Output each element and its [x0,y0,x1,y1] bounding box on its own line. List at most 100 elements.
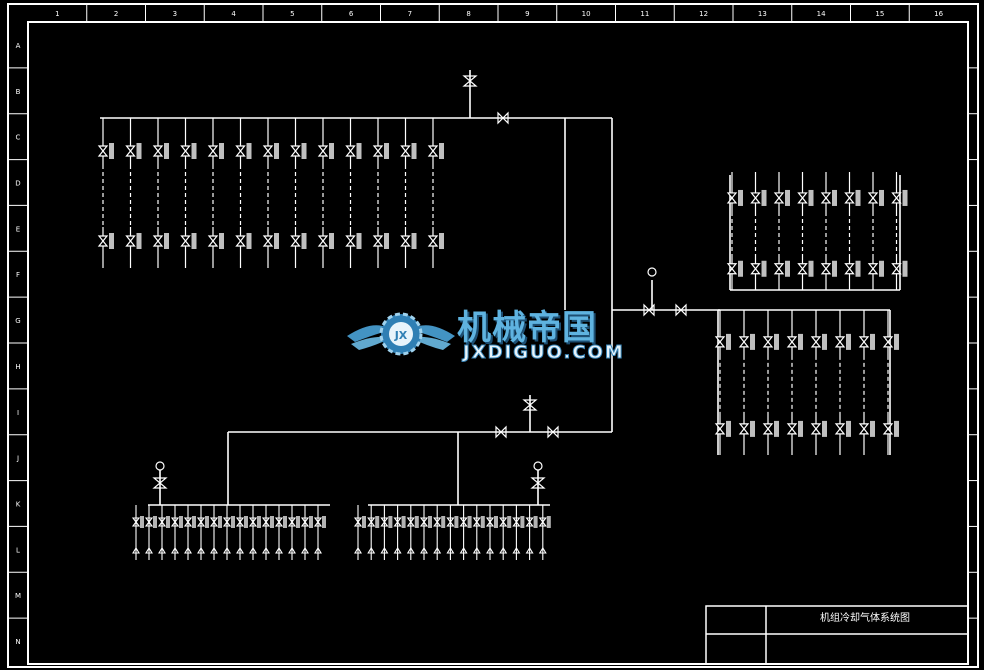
bottom-branch-stub [525,505,538,560]
top-zone-number: 2 [114,10,118,18]
left-branch-line [262,118,279,268]
bottom-branch-stub [406,505,419,560]
watermark-english-text: JXDIGUO.COM [463,342,625,364]
left-branch-line [400,118,417,268]
top-zone-number: 9 [525,10,529,18]
right-lower-branch-line [786,310,803,455]
bottom-branch-stub [512,505,525,560]
bottom-branch-stub [485,505,498,560]
left-branch-line [152,118,169,268]
bottom-branch-stub [157,505,170,560]
side-zone-letter: F [16,271,20,279]
side-zone-letter: H [15,363,20,371]
bottom-branch-stub [433,505,446,560]
drawing-title: 机组冷却气体系统图 [820,613,910,624]
watermark-chinese-text: 机械帝国 [457,308,597,348]
right-upper-branch-line [726,172,743,290]
right-upper-branch-line [867,172,884,290]
piping [100,70,901,506]
left-branch-line [427,118,444,268]
right-upper-branch-line [750,172,767,290]
right-upper-branch-line [844,172,861,290]
bottom-branch-stub [222,505,235,560]
bottom-branch-stub [170,505,183,560]
top-zone-number: 6 [349,10,354,18]
right-upper-branch-line [891,172,908,290]
left-branch-line [317,118,334,268]
top-zone-number: 13 [758,10,767,18]
bottom-branch-stub [235,505,248,560]
bottom-branch-stub [300,505,313,560]
left-branch-line [207,118,224,268]
bottom-branch-stub [459,505,472,560]
side-zone-letter: L [16,546,20,554]
bottom-branch-stub [538,505,551,560]
left-branch-line [372,118,389,268]
watermark: JX 机械帝国 JXDIGUO.COM [345,298,645,374]
side-zone-letter: E [16,225,20,233]
top-zone-number: 15 [875,10,884,18]
bottom-branch-stub [419,505,432,560]
bottom-branch-stub [287,505,300,560]
right-lower-branch-line [882,310,899,455]
left-branch-line [180,118,197,268]
top-zone-number: 3 [173,10,177,18]
top-zone-number: 8 [466,10,470,18]
left-branch-line [125,118,142,268]
bottom-branch-stub [183,505,196,560]
right-lower-branch-line [714,310,731,455]
main-valves [152,75,687,489]
bottom-branch-stub [313,505,326,560]
top-zone-number: 7 [408,10,412,18]
side-zone-letter: J [16,455,19,463]
bottom-branch-stub [131,505,144,560]
right-upper-branch-line [820,172,837,290]
side-zone-letter: K [16,501,21,509]
bottom-branch-group [131,505,551,560]
bottom-branch-stub [446,505,459,560]
side-zone-letter: N [15,638,20,646]
right-lower-branch-group [714,310,899,455]
bottom-branch-stub [261,505,274,560]
bottom-branch-stub [380,505,393,560]
bottom-branch-stub [353,505,366,560]
bottom-branch-stub [209,505,222,560]
right-lower-branch-line [762,310,779,455]
side-zone-letter: M [15,592,21,600]
left-branch-line [290,118,307,268]
left-branch-line [235,118,252,268]
top-zone-number: 5 [290,10,294,18]
top-zone-number: 12 [699,10,708,18]
bottom-branch-stub [248,505,261,560]
title-block [705,605,969,665]
bottom-branch-stub [393,505,406,560]
right-upper-branch-group [726,172,908,290]
left-branch-line [345,118,362,268]
right-lower-branch-line [858,310,875,455]
left-branch-line [97,118,114,268]
top-zone-number: 4 [231,10,236,18]
side-zone-letter: G [15,317,20,325]
left-branch-group [97,118,444,268]
bottom-branch-stub [367,505,380,560]
right-lower-branch-line [810,310,827,455]
side-zone-letter: D [15,180,20,188]
right-upper-branch-line [797,172,814,290]
bottom-branch-stub [274,505,287,560]
right-lower-branch-line [738,310,755,455]
side-zone-letter: I [17,409,19,417]
svg-text:JX: JX [394,329,408,342]
right-upper-branch-line [773,172,790,290]
bottom-branch-stub [499,505,512,560]
top-zone-number: 14 [817,10,826,18]
top-zone-number: 11 [640,10,649,18]
top-zone-number: 10 [582,10,591,18]
gear-wings-logo-icon: JX [347,312,455,356]
bottom-branch-stub [144,505,157,560]
side-zone-letter: A [16,42,21,50]
bottom-branch-stub [472,505,485,560]
right-lower-branch-line [834,310,851,455]
side-zone-letter: B [16,88,21,96]
top-zone-number: 1 [55,10,59,18]
